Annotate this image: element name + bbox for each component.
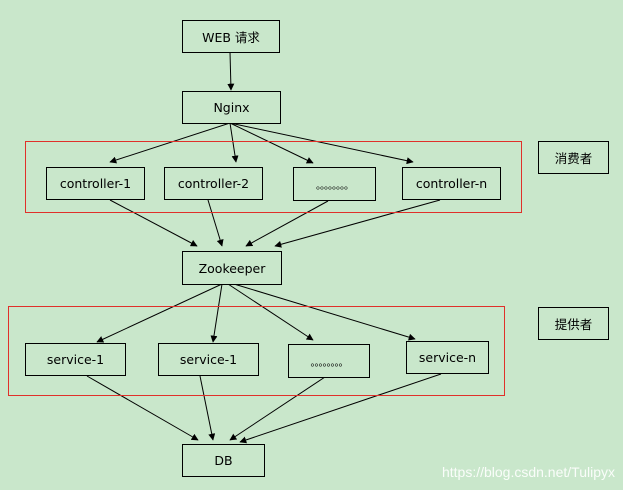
watermark-url: https://blog.csdn.net/Tulipyx bbox=[441, 464, 615, 480]
arrow-service-dots-db bbox=[229, 376, 326, 441]
arrow-controller-2-zookeeper bbox=[207, 199, 224, 247]
arrow-nginx-controller-2 bbox=[229, 122, 239, 163]
controller-2-node: controller-2 bbox=[164, 167, 263, 200]
zookeeper-node: Zookeeper bbox=[182, 251, 282, 285]
arrow-service-1b-db bbox=[199, 375, 216, 441]
arrow-zookeeper-service-1a bbox=[96, 283, 223, 343]
service-ellipsis-node: 。。。。。。。。 bbox=[288, 344, 370, 378]
provider-group-frame bbox=[8, 306, 505, 396]
arrow-controller-dots-zookeeper bbox=[245, 200, 329, 247]
arrow-controller-1-zookeeper bbox=[109, 199, 198, 247]
arrow-zookeeper-service-n bbox=[233, 283, 416, 341]
consumer-label: 消费者 bbox=[538, 141, 609, 174]
controller-1-node: controller-1 bbox=[46, 167, 145, 200]
arrow-zookeeper-service-dots bbox=[227, 283, 314, 341]
arrow-service-1a-db bbox=[86, 375, 199, 441]
arrow-zookeeper-service-1b bbox=[210, 283, 223, 343]
arrow-nginx-controller-n bbox=[229, 122, 414, 165]
service-n-node: service-n bbox=[406, 341, 489, 374]
arrow-service-n-db bbox=[239, 373, 442, 444]
arrow-controller-n-zookeeper bbox=[274, 199, 441, 248]
service-1-node-second: service-1 bbox=[158, 343, 259, 376]
consumer-group-frame bbox=[25, 141, 522, 213]
arrow-nginx-controller-dots bbox=[229, 122, 314, 164]
nginx-node: Nginx bbox=[182, 91, 281, 124]
service-1-node: service-1 bbox=[25, 343, 126, 376]
db-node: DB bbox=[182, 444, 265, 477]
controller-ellipsis-node: 。。。。。。。。 bbox=[293, 167, 376, 201]
provider-label: 提供者 bbox=[538, 307, 609, 340]
web-request-node: WEB 请求 bbox=[182, 20, 280, 53]
arrow-nginx-controller-1 bbox=[109, 122, 231, 164]
controller-n-node: controller-n bbox=[402, 167, 501, 200]
arrow-web-nginx bbox=[227, 51, 235, 91]
